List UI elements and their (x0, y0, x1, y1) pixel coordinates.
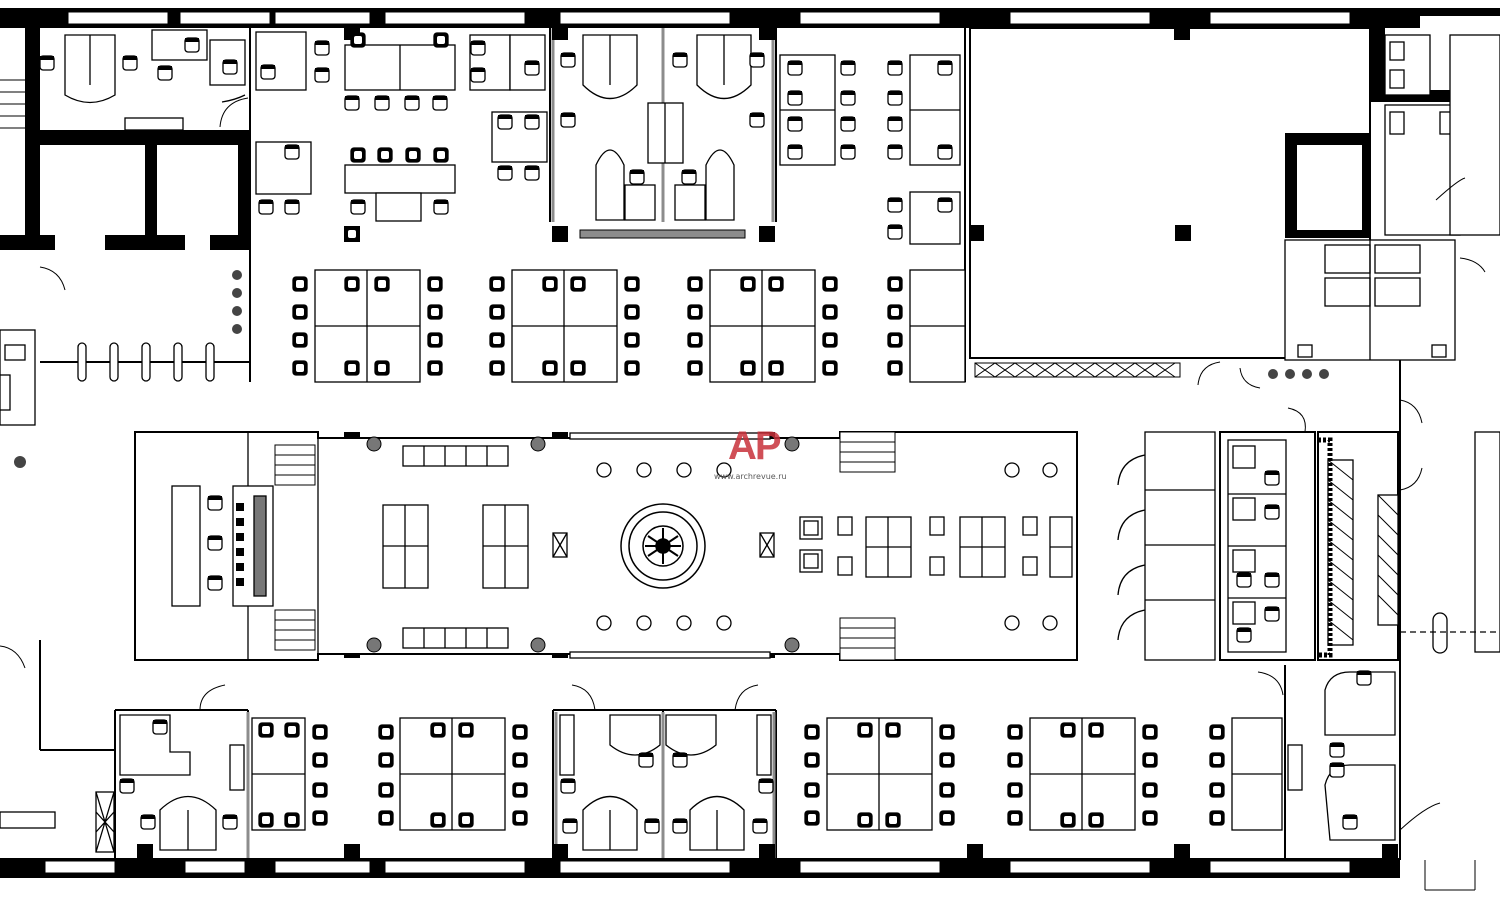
windows-top (67, 11, 1351, 25)
hall-seating-right (799, 516, 1073, 578)
desk-clusters-upper (314, 269, 966, 383)
watermark-url: www.archrevue.ru (714, 472, 787, 481)
hall-stairs (274, 431, 896, 661)
desk-clusters-lower (251, 717, 1303, 831)
cabinets-bottom (559, 714, 772, 851)
central-hall (134, 431, 1078, 661)
workstations-top-right (779, 54, 961, 245)
watermark-logo: AP (728, 424, 782, 468)
lobby-left (0, 329, 215, 426)
round-feature (620, 503, 706, 589)
meeting-rooms-right (1117, 431, 1399, 661)
office-bottom-left (0, 714, 245, 853)
door-swings (0, 97, 1486, 891)
hall-tables (552, 462, 1058, 631)
left-core (0, 15, 250, 250)
stair-left (0, 79, 25, 129)
media-wall (579, 229, 746, 239)
hall-sofas (382, 432, 771, 659)
cabinets-top (582, 34, 752, 221)
office-top-left (64, 29, 246, 131)
meeting-tables-top (255, 31, 548, 222)
restrooms (1284, 34, 1500, 361)
windows-bottom (44, 860, 1351, 874)
